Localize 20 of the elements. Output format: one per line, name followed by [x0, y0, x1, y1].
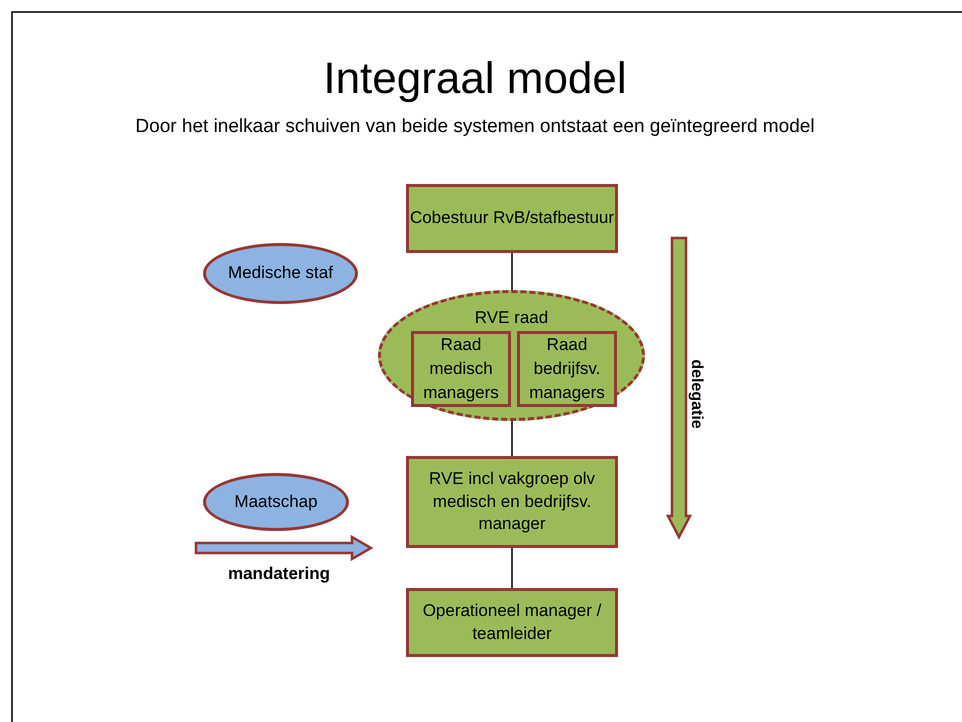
subtitle: Door het inelkaar schuiven van beide systemen ontstaat een geïntegreerd model [134, 116, 816, 138]
process-box [517, 331, 617, 407]
node-label: Cobestuur RvB/stafbestuur [410, 207, 614, 230]
connector-line [511, 421, 513, 456]
process-box [406, 184, 618, 253]
node-label: Operationeel manager / teamleider [422, 600, 602, 644]
connector-line [511, 253, 513, 290]
arrow-label: delegatie [687, 358, 705, 431]
process-box [406, 588, 618, 657]
node-label: Raad bedrijfsv. managers [528, 334, 606, 404]
process-box [411, 331, 511, 407]
arrow-label: mandatering [226, 564, 332, 584]
node-label: Medische staf [228, 262, 333, 284]
connector-line [511, 548, 513, 588]
node-label: Maatschap [234, 490, 318, 513]
process-box [406, 456, 618, 548]
slide-title: Integraal model [322, 53, 628, 105]
node-label: RVE incl vakgroep olv medisch en bedrijfsv. manager [428, 468, 596, 536]
node-label: Raad medisch managers [422, 334, 500, 404]
node-label: RVE raad [474, 307, 548, 329]
